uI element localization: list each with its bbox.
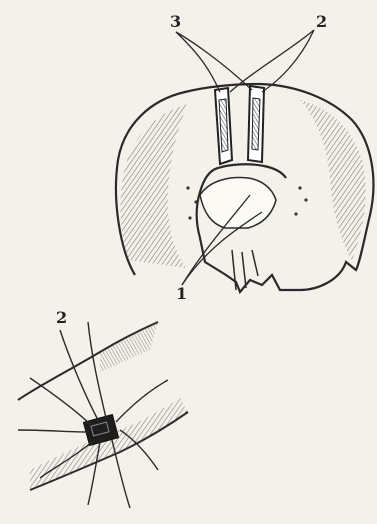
- tube-shading: [30, 398, 188, 490]
- clamp-right: [248, 86, 264, 162]
- top-label-2: 2: [316, 14, 327, 30]
- clamp-left: [215, 88, 232, 164]
- top-panel: [116, 30, 373, 292]
- tube-shading-top: [100, 322, 158, 372]
- bottom-label-2: 2: [56, 310, 67, 326]
- bottom-panel: [18, 322, 188, 508]
- top-label-3: 3: [170, 14, 181, 30]
- opening: [200, 178, 276, 228]
- top-label-1: 1: [176, 286, 187, 302]
- hanging-tissue: [232, 250, 258, 290]
- leader-lines: [176, 30, 314, 285]
